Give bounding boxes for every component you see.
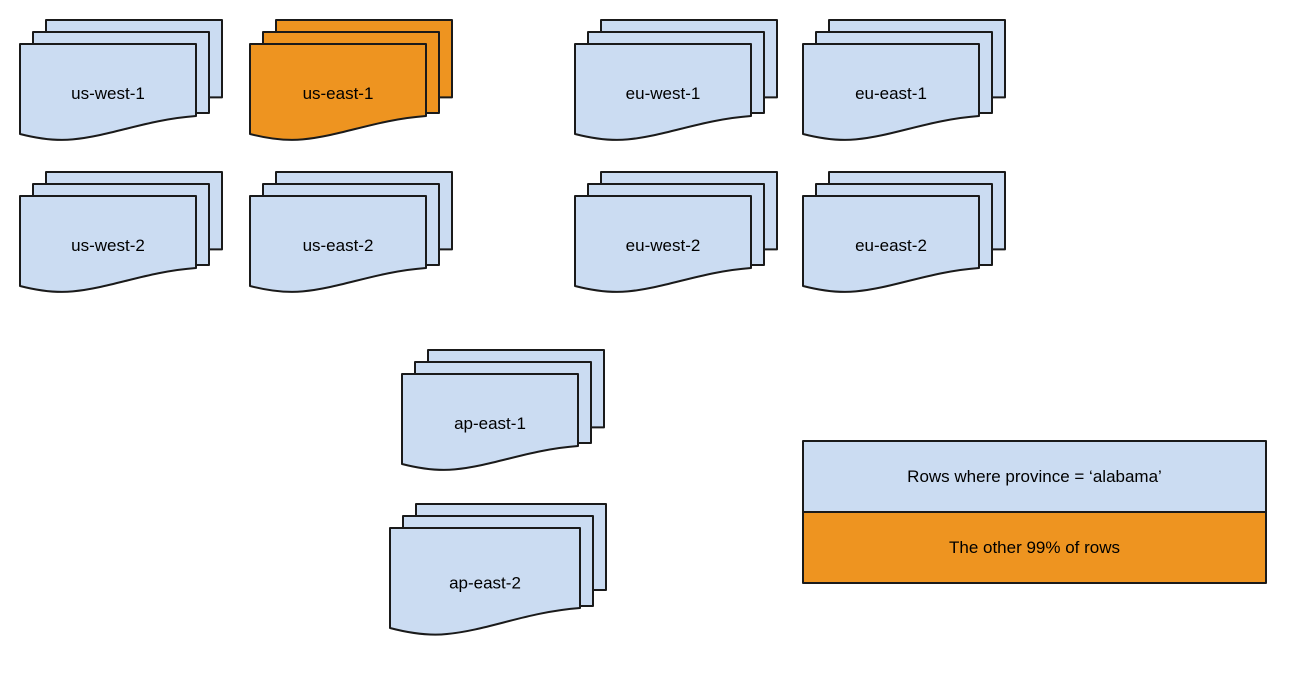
stack-label-ap-east-2: ap-east-2	[449, 573, 521, 592]
document-stack-us-west-2[interactable]: us-west-2	[19, 171, 223, 293]
stack-sheet-front	[389, 527, 581, 636]
stack-sheet-front	[401, 373, 579, 471]
stack-label-us-west-1: us-west-1	[71, 84, 145, 103]
legend-label-other-rows: The other 99% of rows	[949, 538, 1120, 557]
stack-sheet-front	[802, 43, 980, 141]
stack-label-us-west-2: us-west-2	[71, 236, 145, 255]
document-stacks-layer: us-west-1 us-east-1 eu-west-1 eu-east-1 us-w…	[19, 19, 1006, 636]
stack-sheet-front	[574, 195, 752, 293]
legend-label-rows-alabama: Rows where province = ‘alabama’	[907, 467, 1162, 486]
document-stack-ap-east-2[interactable]: ap-east-2	[389, 503, 607, 636]
stack-label-eu-east-1: eu-east-1	[855, 84, 927, 103]
legend-swatch-rows-alabama	[802, 440, 1267, 513]
stack-label-us-east-1: us-east-1	[303, 84, 374, 103]
stack-sheet-front	[802, 195, 980, 293]
legend-swatch-other-rows	[802, 511, 1267, 584]
stack-sheet-front	[574, 43, 752, 141]
document-stack-eu-west-1[interactable]: eu-west-1	[574, 19, 778, 141]
stack-label-eu-west-2: eu-west-2	[626, 236, 701, 255]
stack-sheet-front	[249, 195, 427, 293]
document-stack-us-east-1[interactable]: us-east-1	[249, 19, 453, 141]
legend-entry-rows-alabama[interactable]: Rows where province = ‘alabama’	[802, 440, 1267, 513]
stack-sheet-front	[19, 195, 197, 293]
document-stack-us-west-1[interactable]: us-west-1	[19, 19, 223, 141]
stack-label-eu-west-1: eu-west-1	[626, 84, 701, 103]
legend-entry-other-rows[interactable]: The other 99% of rows	[802, 511, 1267, 584]
document-stack-ap-east-1[interactable]: ap-east-1	[401, 349, 605, 471]
legend: Rows where province = ‘alabama’ The other…	[802, 440, 1267, 584]
document-stack-eu-west-2[interactable]: eu-west-2	[574, 171, 778, 293]
stack-label-ap-east-1: ap-east-1	[454, 414, 526, 433]
document-stack-us-east-2[interactable]: us-east-2	[249, 171, 453, 293]
document-stack-eu-east-2[interactable]: eu-east-2	[802, 171, 1006, 293]
document-stack-eu-east-1[interactable]: eu-east-1	[802, 19, 1006, 141]
stack-label-eu-east-2: eu-east-2	[855, 236, 927, 255]
stack-sheet-front	[249, 43, 427, 141]
stack-sheet-front	[19, 43, 197, 141]
stack-label-us-east-2: us-east-2	[303, 236, 374, 255]
